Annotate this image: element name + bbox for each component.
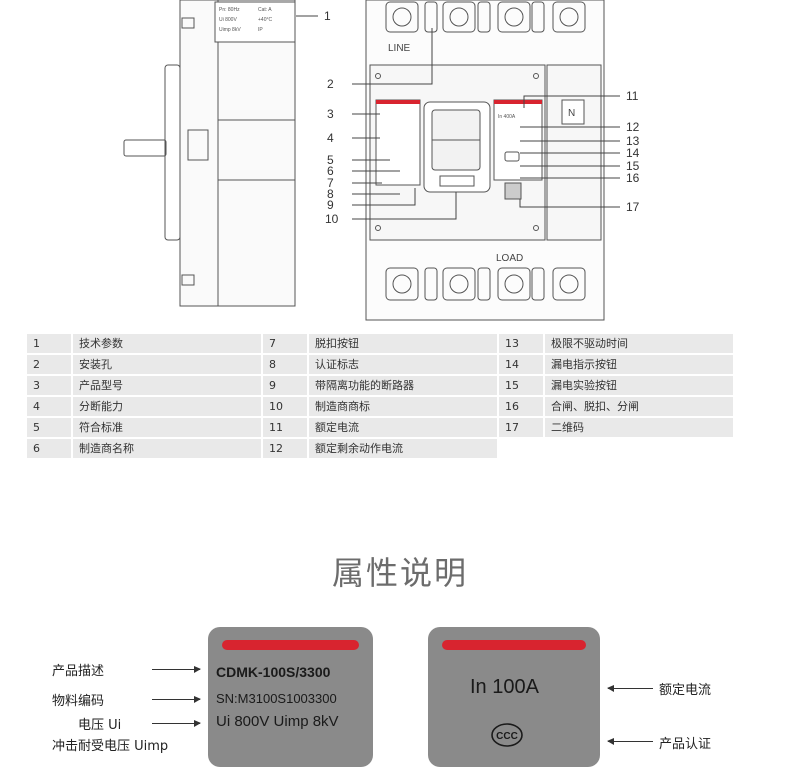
rated-current-text: In 100A: [470, 676, 539, 698]
line-terminals: [385, 1, 586, 33]
ccc-cert-text: CCC: [496, 731, 518, 742]
spec-top-right: Cat: A: [258, 7, 272, 13]
callout-7: 7: [327, 176, 334, 190]
breaker-technical-drawing: Pn: 80Hz Cat: A Ui 800V +40°C Uimp 8kV I…: [123, 0, 640, 321]
callout-3: 3: [327, 107, 334, 121]
callout-leaders: [296, 15, 620, 220]
desc-material-code: 物料编码: [52, 694, 105, 709]
front-view: [365, 0, 605, 321]
arrow-right-icon: [152, 696, 201, 703]
load-terminals: [385, 267, 586, 301]
side-view: [123, 0, 296, 307]
callout-4: 4: [327, 131, 334, 145]
callout-9: 9: [327, 198, 334, 212]
callout-numbers: 1 2 3 4 5 6 7 8 9 10 11 12 13 14 15 16 1…: [324, 9, 640, 226]
n-label: N: [568, 108, 575, 119]
red-bar: [222, 640, 359, 650]
callout-1: 1: [324, 9, 331, 23]
line-label: LINE: [388, 43, 411, 54]
spec-mid-right: +40°C: [258, 17, 272, 23]
spec-bot-right: IP: [258, 27, 263, 33]
model-text: CDMK-100S/3300: [216, 664, 331, 680]
arrow-right-icon: [152, 666, 201, 673]
callout-8: 8: [327, 187, 334, 201]
arrow-right-icon: [152, 720, 201, 727]
desc-impulse-voltage: 冲击耐受电压 Uimp: [52, 739, 169, 754]
callout-10: 10: [325, 212, 339, 226]
arrow-left-icon: [607, 738, 653, 745]
callout-5: 5: [327, 153, 334, 167]
ccc-cert-icon: CCC: [491, 723, 523, 747]
nameplate-left-panel: CDMK-100S/3300 SN:M3100S1003300 Ui 800V …: [208, 627, 373, 767]
spec-mid-left: Ui 800V: [219, 17, 237, 23]
callout-14: 14: [626, 146, 640, 160]
spec-bot-left: Uimp 8kV: [219, 27, 241, 33]
callout-6: 6: [327, 164, 334, 178]
desc-product-description: 产品描述: [52, 664, 105, 679]
voltage-text: Ui 800V Uimp 8kV: [216, 713, 339, 730]
callout-13: 13: [626, 134, 640, 148]
load-label: LOAD: [496, 253, 523, 264]
section-title: 属性说明: [331, 554, 468, 592]
desc-voltage-ui: 电压 Ui: [78, 718, 122, 733]
callout-17: 17: [626, 200, 640, 214]
serial-text: SN:M3100S1003300: [216, 691, 337, 706]
callout-12: 12: [626, 120, 640, 134]
callout-16: 16: [626, 171, 640, 185]
rating-label: In 400A: [498, 114, 516, 120]
spec-top-left: Pn: 80Hz: [219, 7, 240, 13]
callout-15: 15: [626, 159, 640, 173]
arrow-left-icon: [607, 685, 653, 692]
desc-rated-current: 额定电流: [659, 683, 712, 698]
desc-product-cert: 产品认证: [659, 737, 712, 752]
callout-2: 2: [327, 77, 334, 91]
red-bar: [442, 640, 586, 650]
nameplate-right-panel: In 100A CCC: [428, 627, 600, 767]
callout-11: 11: [626, 89, 639, 103]
